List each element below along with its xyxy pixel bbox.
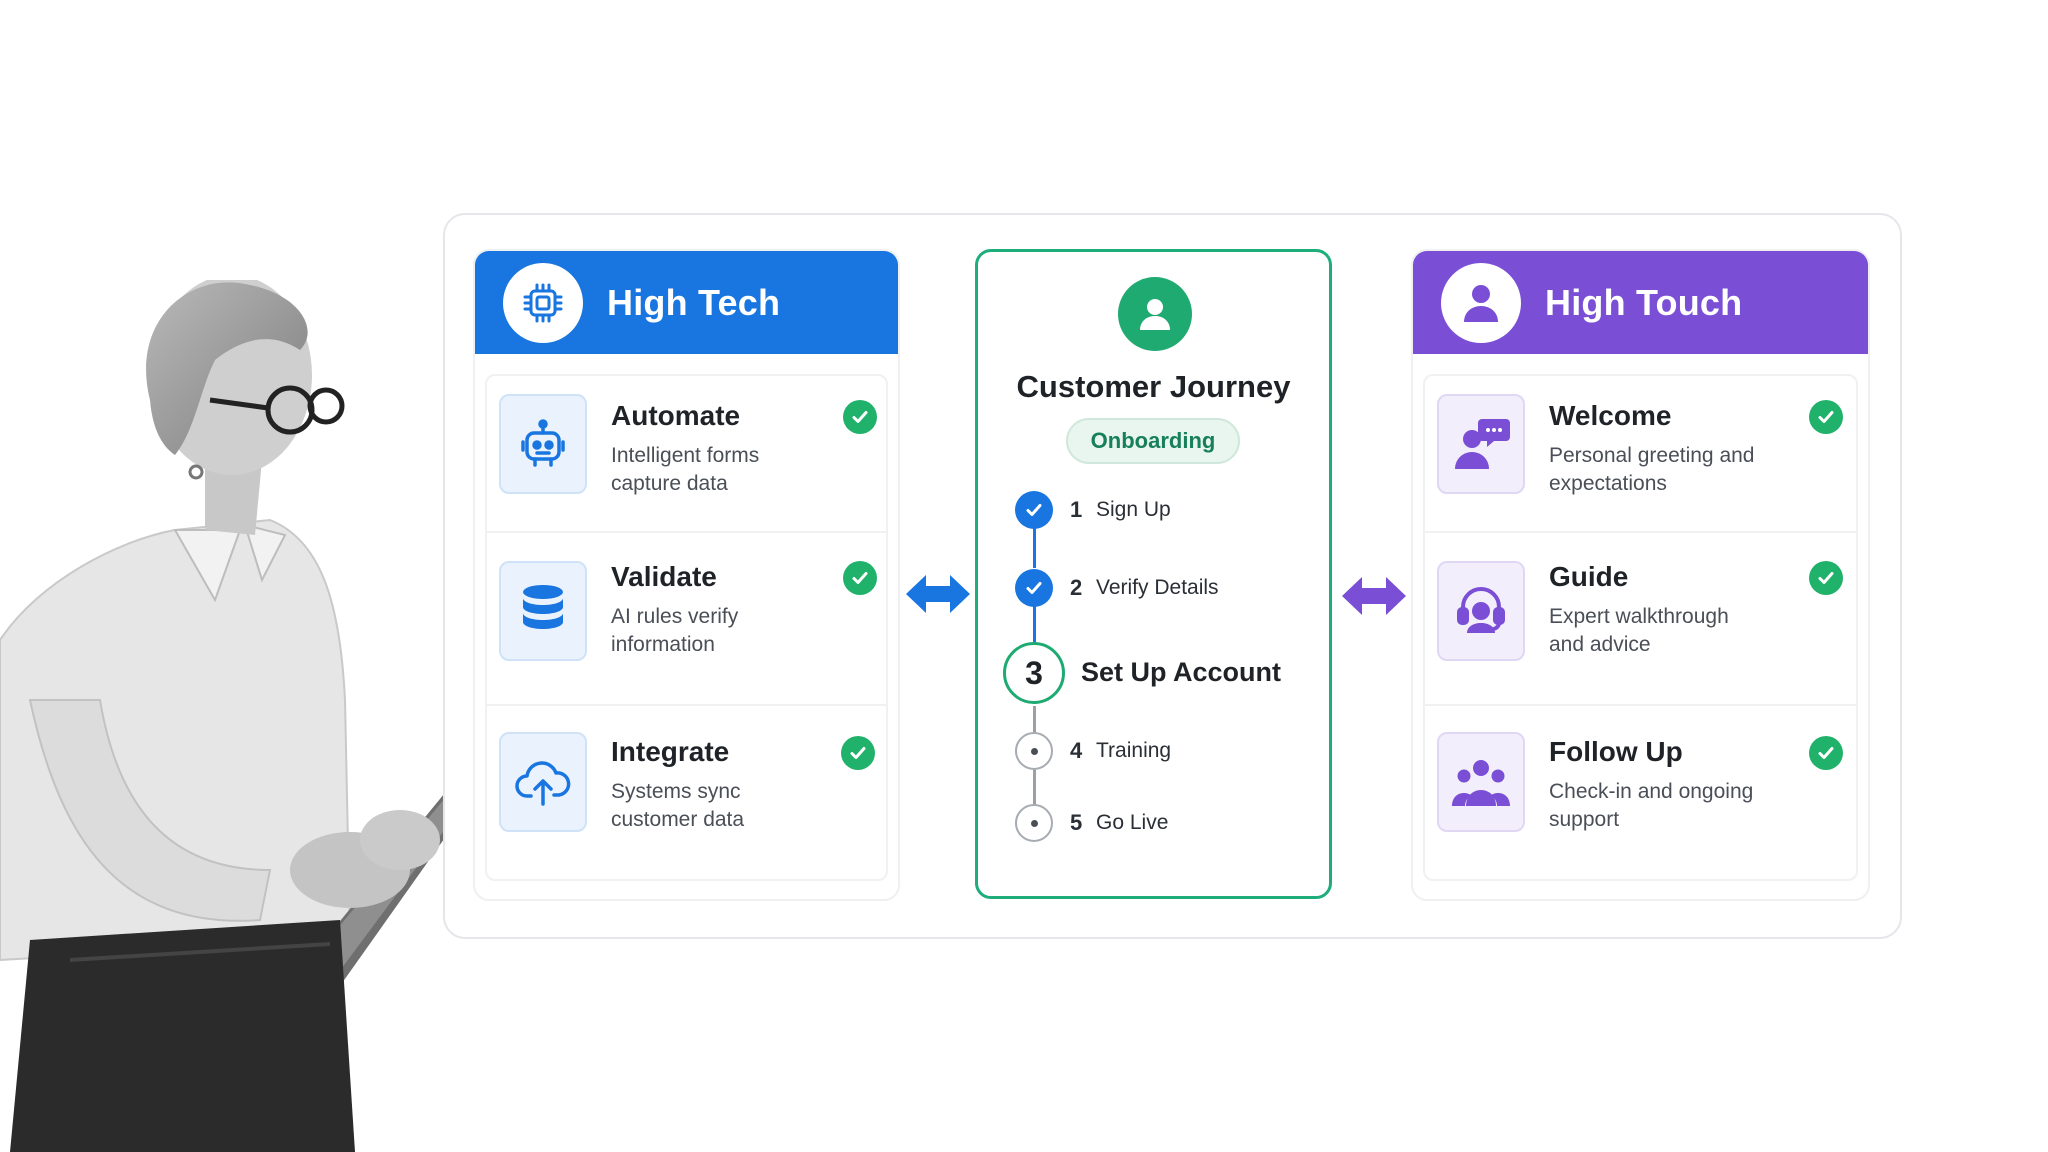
headset-icon [1437,561,1525,661]
group-icon [1437,732,1525,832]
list-item: Validate AI rules verify information [487,533,886,706]
step-label: Set Up Account [1081,657,1282,687]
step-label: Go Live [1096,811,1169,834]
double-arrow-icon [906,575,970,613]
database-icon [499,561,587,661]
item-title: Integrate [611,736,730,767]
item-description: Personal greeting and expectations [1549,444,1755,495]
item-title: Automate [611,400,741,431]
high-tech-list: Automate Intelligent forms capture data … [485,374,888,881]
item-description: Intelligent forms capture data [611,444,760,495]
list-item: Follow Up Check-in and ongoing support [1425,706,1856,883]
list-item: Guide Expert walkthrough and advice [1425,533,1856,706]
item-description: Expert walkthrough and advice [1549,605,1729,656]
stage-badge: Onboarding [1066,418,1240,464]
chip-icon [503,262,583,343]
check-icon [1015,569,1053,607]
high-touch-list: Welcome Personal greeting and expectatio… [1423,374,1858,881]
step-connector [1033,766,1036,816]
user-icon [1118,277,1192,351]
step-number: 4 [1070,738,1083,763]
check-icon [1015,491,1053,529]
high-touch-panel: High Touch Welcome Personal greeting and… [1411,249,1870,901]
step-connector [1033,706,1036,746]
check-icon [1809,561,1843,595]
high-touch-title: High Touch [1545,281,1743,323]
pending-dot-icon [1015,732,1053,770]
robot-icon [499,394,587,494]
list-item: Welcome Personal greeting and expectatio… [1425,376,1856,533]
cloud-upload-icon [499,732,587,832]
pending-dot-icon [1015,804,1053,842]
step-number-current: 3 [1003,642,1065,704]
list-item: Integrate Systems sync customer data [487,706,886,883]
item-description: AI rules verify information [611,605,739,656]
item-description: Check-in and ongoing support [1549,780,1754,831]
step-label: Verify Details [1096,576,1219,599]
high-tech-header: High Tech [475,251,898,354]
item-title: Welcome [1549,400,1672,431]
check-icon [841,736,875,770]
double-arrow-icon [1342,577,1406,615]
high-touch-header: High Touch [1413,251,1868,354]
high-tech-title: High Tech [607,281,781,323]
high-tech-panel: High Tech Automate Intelligent forms cap… [473,249,900,901]
step-number: 2 [1070,575,1083,600]
check-icon [1809,400,1843,434]
step-connector [1033,510,1036,568]
journey-title: Customer Journey [1016,369,1291,404]
item-title: Validate [611,561,717,592]
check-icon [843,561,877,595]
step-connector [1033,588,1036,644]
user-icon [1441,262,1521,343]
step-label: Training [1096,739,1172,762]
item-description: Systems sync customer data [611,780,745,831]
check-icon [1809,736,1843,770]
chat-user-icon [1437,394,1525,494]
list-item: Automate Intelligent forms capture data [487,376,886,533]
step-number: 1 [1070,497,1083,522]
item-title: Follow Up [1549,736,1683,767]
customer-journey-card: Customer Journey Onboarding 1 Sign Up 2 … [975,249,1332,899]
step-label: Sign Up [1096,498,1171,521]
item-title: Guide [1549,561,1629,592]
step-number: 5 [1070,810,1083,835]
check-icon [843,400,877,434]
person-with-tablet-illustration [0,280,500,1152]
